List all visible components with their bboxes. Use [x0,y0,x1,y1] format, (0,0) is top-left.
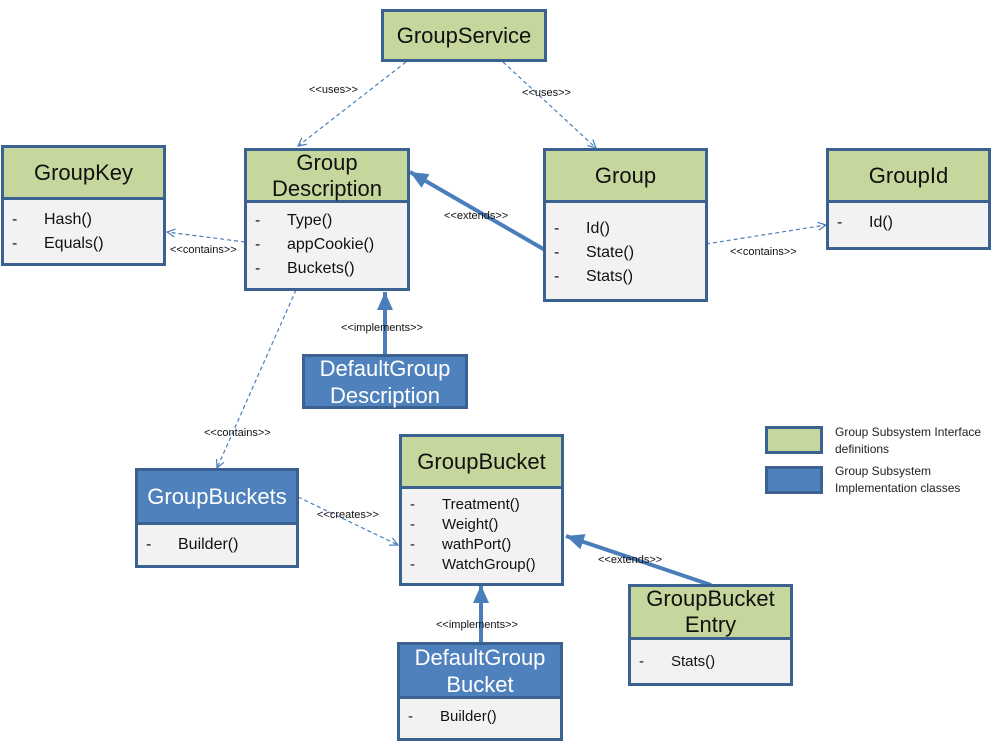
class-group-buckets[interactable]: GroupBuckets -Builder() [135,468,299,568]
class-group[interactable]: Group -Id() -State() -Stats() [543,148,708,302]
creates-label: <<creates>> [317,509,379,521]
method-list: -Id() -State() -Stats() [546,203,705,295]
extends-relation-group [408,170,547,252]
uses-label-left: <<uses>> [309,84,358,96]
method-item: -Hash() [12,211,93,228]
extends-relation-group-bucket-entry [565,534,712,587]
method-item: -Builder() [408,708,497,725]
class-title: GroupId [829,151,988,203]
class-group-bucket[interactable]: GroupBucket -Treatment() -Weight() -wath… [399,434,564,586]
legend-swatch-interface [765,426,823,454]
uses-relation-group [502,61,596,148]
method-item: -appCookie() [255,236,375,253]
class-title: GroupService [384,12,544,59]
uses-relation-group-description [298,61,407,146]
extends-label-group: <<extends>> [444,210,509,222]
class-title: Group [546,151,705,203]
class-title: GroupBucket [402,437,561,489]
method-item: -Id() [837,214,893,231]
uses-label-right: <<uses>> [522,87,571,99]
class-title: GroupKey [4,148,163,200]
extends-label-bucket-entry: <<extends>> [598,554,663,566]
method-item: -Stats() [554,268,634,285]
class-group-id[interactable]: GroupId -Id() [826,148,991,250]
method-item: -Type() [255,212,333,229]
implements-label-description: <<implements>> [341,322,423,334]
class-group-bucket-entry[interactable]: GroupBucket Entry -Stats() [628,584,793,686]
class-group-service[interactable]: GroupService [381,9,547,62]
contains-label-group-id: <<contains>> [730,246,797,258]
class-title: Group Description [247,150,407,203]
method-item: -Buckets() [255,260,355,277]
method-item: -Stats() [639,653,716,670]
method-list: -Builder() [400,699,560,735]
implements-label-bucket: <<implements>> [436,619,518,631]
method-list: -Id() [829,203,988,241]
method-item: -Builder() [146,536,239,553]
method-item: -Treatment() [410,496,520,513]
legend-swatch-implementation [765,466,823,494]
class-default-group-description[interactable]: DefaultGroup Description [302,354,468,409]
class-title: DefaultGroup Description [305,356,465,408]
method-list: -Treatment() -Weight() -wathPort() -Watc… [402,489,561,581]
method-list: -Builder() [138,525,296,563]
method-item: -Equals() [12,235,104,252]
contains-label-group-key: <<contains>> [170,244,237,256]
legend-label-interface: Group Subsystem Interface definitions [835,425,982,456]
method-item: -Id() [554,220,610,237]
class-group-description[interactable]: Group Description -Type() -appCookie() -… [244,148,410,291]
contains-relation-group-id [705,225,826,245]
method-item: -wathPort() [410,536,512,553]
legend-label-implementation: Group Subsystem Implementation classes [835,464,961,495]
class-default-group-bucket[interactable]: DefaultGroup Bucket -Builder() [397,642,563,741]
method-list: -Type() -appCookie() -Buckets() [247,203,407,287]
class-group-key[interactable]: GroupKey -Hash() -Equals() [1,145,166,266]
method-list: -Hash() -Equals() [4,200,163,262]
method-item: -State() [554,244,635,261]
class-title: GroupBucket Entry [631,586,790,640]
creates-relation-group-bucket [297,496,398,545]
class-title: DefaultGroup Bucket [400,645,560,699]
method-item: -Weight() [410,516,499,533]
method-item: -WatchGroup() [410,556,536,573]
class-title: GroupBuckets [138,471,296,525]
contains-relation-group-buckets [217,289,297,468]
contains-label-group-buckets: <<contains>> [204,427,271,439]
contains-relation-group-key [167,232,246,243]
method-list: -Stats() [631,640,790,680]
